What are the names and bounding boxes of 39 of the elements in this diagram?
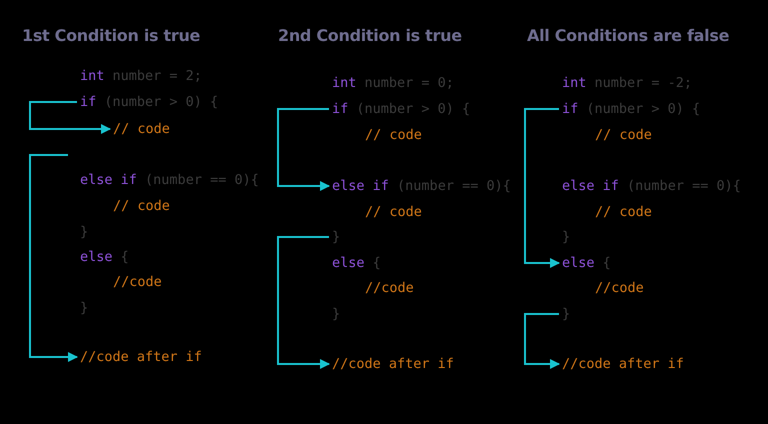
flow-arrow	[277, 108, 330, 191]
code-line: // code	[113, 120, 170, 138]
code-line: if (number > 0) {	[332, 100, 470, 118]
code-line: // code	[595, 126, 652, 144]
code-line: if (number > 0) {	[80, 93, 218, 111]
code-line: else {	[332, 254, 381, 272]
code-line: if (number > 0) {	[562, 100, 700, 118]
code-line: int number = 0;	[332, 74, 454, 92]
code-line: }	[562, 228, 570, 246]
flow-arrow	[29, 101, 111, 134]
code-line: else if (number == 0){	[562, 177, 741, 195]
code-line: else if (number == 0){	[332, 177, 511, 195]
code-line: //code	[365, 279, 414, 297]
flow-arrow	[524, 313, 560, 369]
code-line: //code after if	[332, 355, 454, 373]
code-line: //code	[595, 279, 644, 297]
flow-arrow	[524, 108, 560, 268]
code-line: //code after if	[80, 348, 202, 366]
flow-arrow	[277, 236, 330, 369]
code-line: else {	[562, 254, 611, 272]
flow-arrow	[29, 154, 78, 362]
code-line: int number = 2;	[80, 67, 202, 85]
code-line: // code	[365, 126, 422, 144]
code-line: }	[562, 305, 570, 323]
column-heading: 2nd Condition is true	[278, 26, 462, 45]
code-line: else if (number == 0){	[80, 171, 259, 189]
code-line: }	[80, 299, 88, 317]
code-line: // code	[595, 203, 652, 221]
code-line: // code	[365, 203, 422, 221]
column-heading: 1st Condition is true	[22, 26, 200, 45]
code-line: int number = -2;	[562, 74, 692, 92]
code-line: }	[332, 228, 340, 246]
code-line: //code	[113, 273, 162, 291]
code-line: }	[332, 305, 340, 323]
code-line: //code after if	[562, 355, 684, 373]
column-heading: All Conditions are false	[527, 26, 730, 45]
code-line: }	[80, 223, 88, 241]
code-line: // code	[113, 197, 170, 215]
code-line: else {	[80, 248, 129, 266]
